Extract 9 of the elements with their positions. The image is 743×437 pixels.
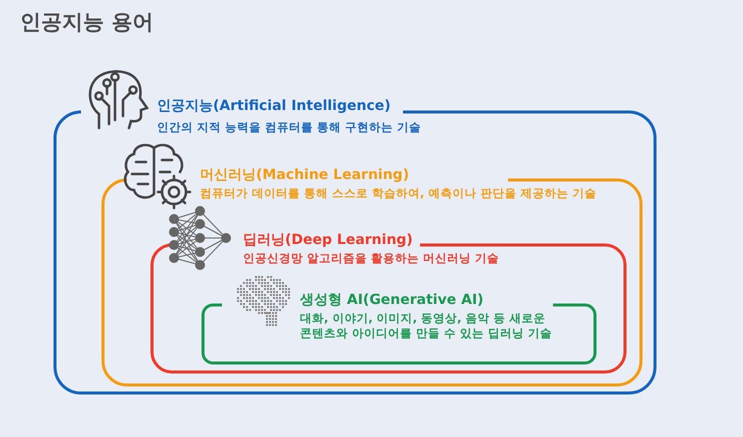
frame-description: 대화, 이야기, 이미지, 동영상, 음악 등 새로운 콘텐츠와 아이디어를 만들 수 있는 딥러닝 기술: [300, 311, 554, 341]
frame-heading: 머신러닝(Machine Learning): [200, 166, 410, 184]
frame-heading: 딥러닝(Deep Learning): [243, 231, 413, 249]
frame-heading: 인공지능(Artificial Intelligence): [157, 97, 391, 115]
page-title: 인공지능 용어: [20, 9, 154, 36]
frame-heading: 생성형 AI(Generative AI): [300, 291, 484, 309]
frame-description: 인간의 지적 능력을 컴퓨터를 통해 구현하는 기술: [157, 120, 422, 135]
frame-description: 인공신경망 알고리즘을 활용하는 머신러닝 기술: [243, 251, 500, 266]
frame-description: 컴퓨터가 데이터를 통해 스스로 학습하여, 예측이나 판단을 제공하는 기술: [200, 186, 596, 201]
